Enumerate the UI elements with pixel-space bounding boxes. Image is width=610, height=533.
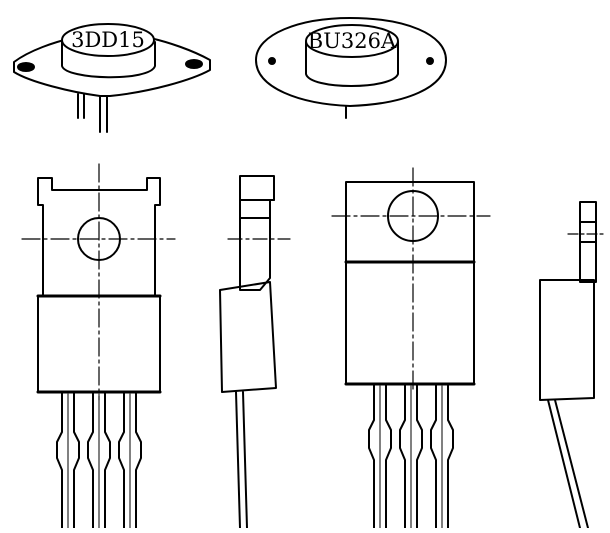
to3-transistor-3dd15: 3DD15 (13, 23, 211, 133)
tab-outline (37, 177, 161, 297)
lead-side-b (554, 399, 589, 529)
body-side (539, 279, 595, 401)
body-side (219, 281, 277, 393)
tab-side (239, 175, 275, 291)
tab-rect (345, 181, 475, 263)
to3-transistor-bu326a: BU326A (255, 17, 447, 119)
to220-front-view-right (331, 167, 491, 529)
can-top (305, 24, 399, 58)
to3-can-top (61, 23, 155, 57)
tab-side (579, 201, 597, 283)
part-label-3dd15: 3DD15 (71, 28, 145, 52)
part-label-bu326a: BU326A (308, 29, 397, 53)
to3-can-body (61, 41, 156, 79)
lead-side (235, 391, 241, 529)
mounting-hole-right (185, 59, 203, 69)
mounting-hole-left (268, 57, 276, 65)
lead-side-b (242, 391, 248, 529)
lead-right (430, 383, 454, 529)
oval-flange (255, 17, 447, 107)
lead-middle (87, 391, 111, 529)
lead-side (547, 399, 581, 529)
can-body (305, 41, 399, 87)
to220-side-view-left (219, 175, 291, 529)
lead-right (118, 391, 142, 529)
body-rect (345, 261, 475, 385)
to220-front-view-left (21, 163, 176, 529)
to220-side-view-right (539, 201, 607, 529)
lead-left (368, 383, 392, 529)
lead-middle (399, 383, 423, 529)
mounting-hole-right (426, 57, 434, 65)
lead-left (56, 391, 80, 529)
mounting-hole-left (17, 62, 35, 72)
